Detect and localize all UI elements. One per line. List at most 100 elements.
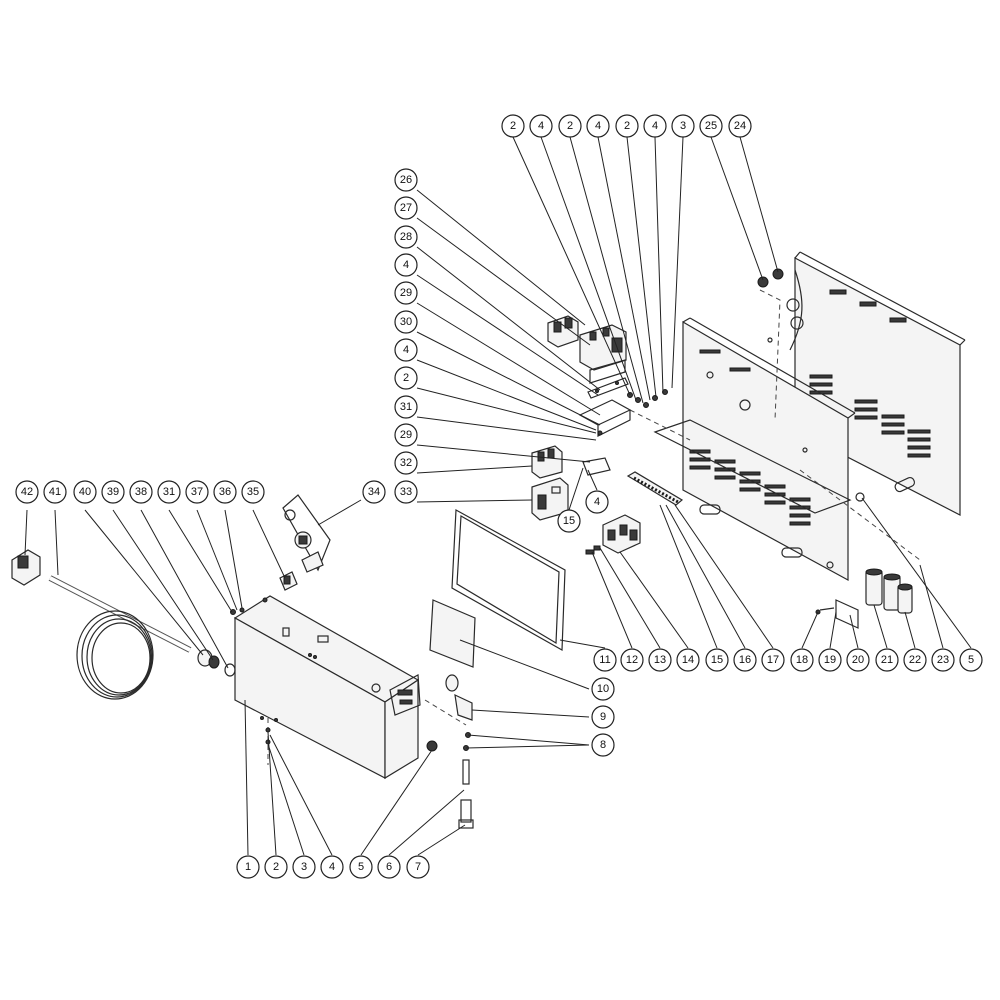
svg-text:36: 36 [219,486,231,498]
balloon-40: 40 [73,480,97,504]
svg-text:1: 1 [245,861,251,873]
balloon-35: 35 [241,480,265,504]
balloon-25: 25 [699,114,723,138]
balloon-4: 4 [585,490,609,514]
svg-text:2: 2 [567,120,573,132]
svg-text:26: 26 [400,174,412,186]
balloon-24: 24 [728,114,752,138]
svg-text:4: 4 [652,120,658,132]
balloon-41: 41 [43,480,67,504]
balloon-27: 27 [394,196,418,220]
balloon-32: 32 [394,451,418,475]
balloon-7: 7 [406,855,430,879]
balloon-10: 10 [591,677,615,701]
balloon-39: 39 [101,480,125,504]
balloon-4: 4 [529,114,553,138]
svg-text:14: 14 [682,654,694,666]
balloon-9: 9 [591,705,615,729]
capacitor-22 [883,573,913,614]
balloon-11: 11 [593,648,617,672]
svg-text:17: 17 [767,654,779,666]
power-cable-41 [48,575,192,700]
svg-text:4: 4 [595,120,601,132]
rail-29b [582,457,611,476]
balloon-20: 20 [846,648,870,672]
balloon-4: 4 [643,114,667,138]
svg-text:32: 32 [400,457,412,469]
balloon-28: 28 [394,225,418,249]
svg-text:5: 5 [968,654,974,666]
svg-text:2: 2 [510,120,516,132]
panel-10 [429,599,476,668]
balloon-18: 18 [790,648,814,672]
svg-text:4: 4 [403,259,409,271]
svg-text:38: 38 [135,486,147,498]
balloon-21: 21 [875,648,899,672]
balloon-12: 12 [620,648,644,672]
balloon-4: 4 [586,114,610,138]
svg-text:34: 34 [368,486,380,498]
breaker-33 [531,477,569,521]
balloon-14: 14 [676,648,700,672]
bolts-24-25 [757,268,784,288]
svg-text:10: 10 [597,683,609,695]
svg-text:24: 24 [734,120,746,132]
svg-text:28: 28 [400,231,412,243]
relay-32 [531,445,563,479]
plug-42 [11,549,41,586]
svg-text:4: 4 [403,344,409,356]
svg-text:27: 27 [400,202,412,214]
balloon-15: 15 [705,648,729,672]
balloon-37: 37 [185,480,209,504]
svg-text:35: 35 [247,486,259,498]
terminal-block-14 [602,514,641,554]
terminal-strip-16 [626,471,684,506]
balloon-4: 4 [320,855,344,879]
balloon-2: 2 [394,366,418,390]
svg-text:5: 5 [358,861,364,873]
balloon-33: 33 [394,480,418,504]
balloon-38: 38 [129,480,153,504]
balloon-4: 4 [394,253,418,277]
balloon-5: 5 [959,648,983,672]
svg-text:3: 3 [680,120,686,132]
svg-text:15: 15 [563,515,575,527]
switch-35 [279,571,298,591]
svg-text:7: 7 [415,861,421,873]
balloon-2: 2 [264,855,288,879]
svg-text:33: 33 [400,486,412,498]
balloon-8: 8 [591,733,615,757]
din-rail-28 [587,377,629,399]
leader-lines [24,136,972,856]
balloon-17: 17 [761,648,785,672]
balloon-15: 15 [557,509,581,533]
svg-text:29: 29 [400,429,412,441]
svg-text:25: 25 [705,120,717,132]
bracket-30 [578,399,632,437]
svg-text:20: 20 [852,654,864,666]
svg-text:22: 22 [909,654,921,666]
balloon-30: 30 [394,310,418,334]
balloon-2: 2 [558,114,582,138]
balloon-36: 36 [213,480,237,504]
svg-text:4: 4 [538,120,544,132]
svg-text:29: 29 [400,287,412,299]
balloon-31: 31 [394,395,418,419]
main-enclosure [233,595,421,780]
balloon-16: 16 [733,648,757,672]
svg-text:40: 40 [79,486,91,498]
fittings-5-9 [424,674,474,829]
balloon-29: 29 [394,423,418,447]
balloon-26: 26 [394,168,418,192]
svg-text:41: 41 [49,486,61,498]
gasket-11 [451,509,566,652]
svg-text:2: 2 [273,861,279,873]
svg-text:19: 19 [824,654,836,666]
balloon-1: 1 [236,855,260,879]
balloon-34: 34 [362,480,386,504]
svg-text:6: 6 [386,861,392,873]
balloon-6: 6 [377,855,401,879]
svg-text:42: 42 [21,486,33,498]
svg-text:4: 4 [329,861,335,873]
